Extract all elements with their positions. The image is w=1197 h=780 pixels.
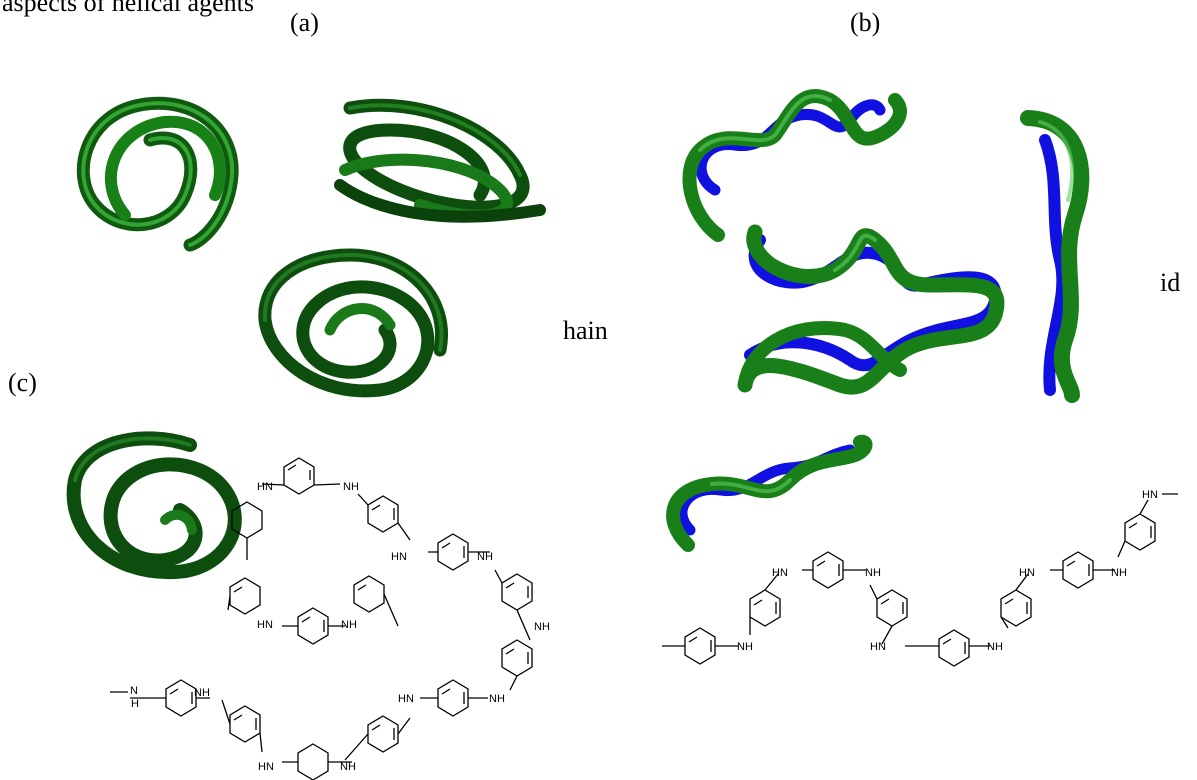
strand-model-top	[682, 89, 907, 242]
svg-text:HN: HN	[1019, 567, 1035, 579]
svg-text:NH: NH	[865, 567, 881, 579]
overlapped-word-id: id	[1160, 268, 1181, 297]
overlapped-word-hain: hain	[563, 316, 608, 345]
svg-text:NH: NH	[489, 693, 505, 705]
coil-model-bottom-center	[258, 248, 448, 398]
cyclic-polyaniline-labels: HN NH HN NH NH NH HN HN NH NH HN NH N H	[130, 481, 550, 773]
strand-model-center	[737, 224, 1005, 395]
cyclic-polyaniline-structure	[130, 457, 533, 780]
svg-text:NH: NH	[737, 641, 753, 653]
svg-text:HN: HN	[257, 619, 273, 631]
svg-text:NH: NH	[340, 761, 356, 773]
svg-text:HN: HN	[257, 481, 273, 493]
svg-text:NH: NH	[477, 551, 493, 563]
strand-model-panel-c	[666, 434, 873, 552]
coil-model-panel-c	[66, 431, 242, 580]
svg-text:N: N	[130, 685, 138, 697]
panel-label-c: (c)	[8, 368, 37, 397]
coil-model-top-right	[334, 98, 546, 223]
svg-text:NH: NH	[343, 481, 359, 493]
strand-model-right-vertical	[1020, 110, 1090, 403]
coil-model-top-left	[76, 96, 239, 252]
figure-caption-fragment: aspects of helical agents	[2, 0, 254, 17]
svg-text:HN: HN	[391, 551, 407, 563]
svg-text:NH: NH	[194, 687, 210, 699]
linear-polyaniline-structure	[662, 493, 1178, 667]
svg-text:NH: NH	[341, 619, 357, 631]
linear-polyaniline-labels: NH HN NH HN NH HN NH HN	[737, 489, 1158, 653]
svg-text:HN: HN	[870, 641, 886, 653]
svg-text:HN: HN	[258, 761, 274, 773]
svg-text:NH: NH	[987, 641, 1003, 653]
svg-text:HN: HN	[772, 567, 788, 579]
panel-label-b: (b)	[850, 8, 881, 37]
svg-text:NH: NH	[534, 621, 550, 633]
svg-text:HN: HN	[398, 693, 414, 705]
svg-text:H: H	[131, 698, 139, 710]
svg-text:HN: HN	[1142, 489, 1158, 501]
panel-label-a: (a)	[290, 8, 319, 37]
svg-text:NH: NH	[1111, 567, 1127, 579]
